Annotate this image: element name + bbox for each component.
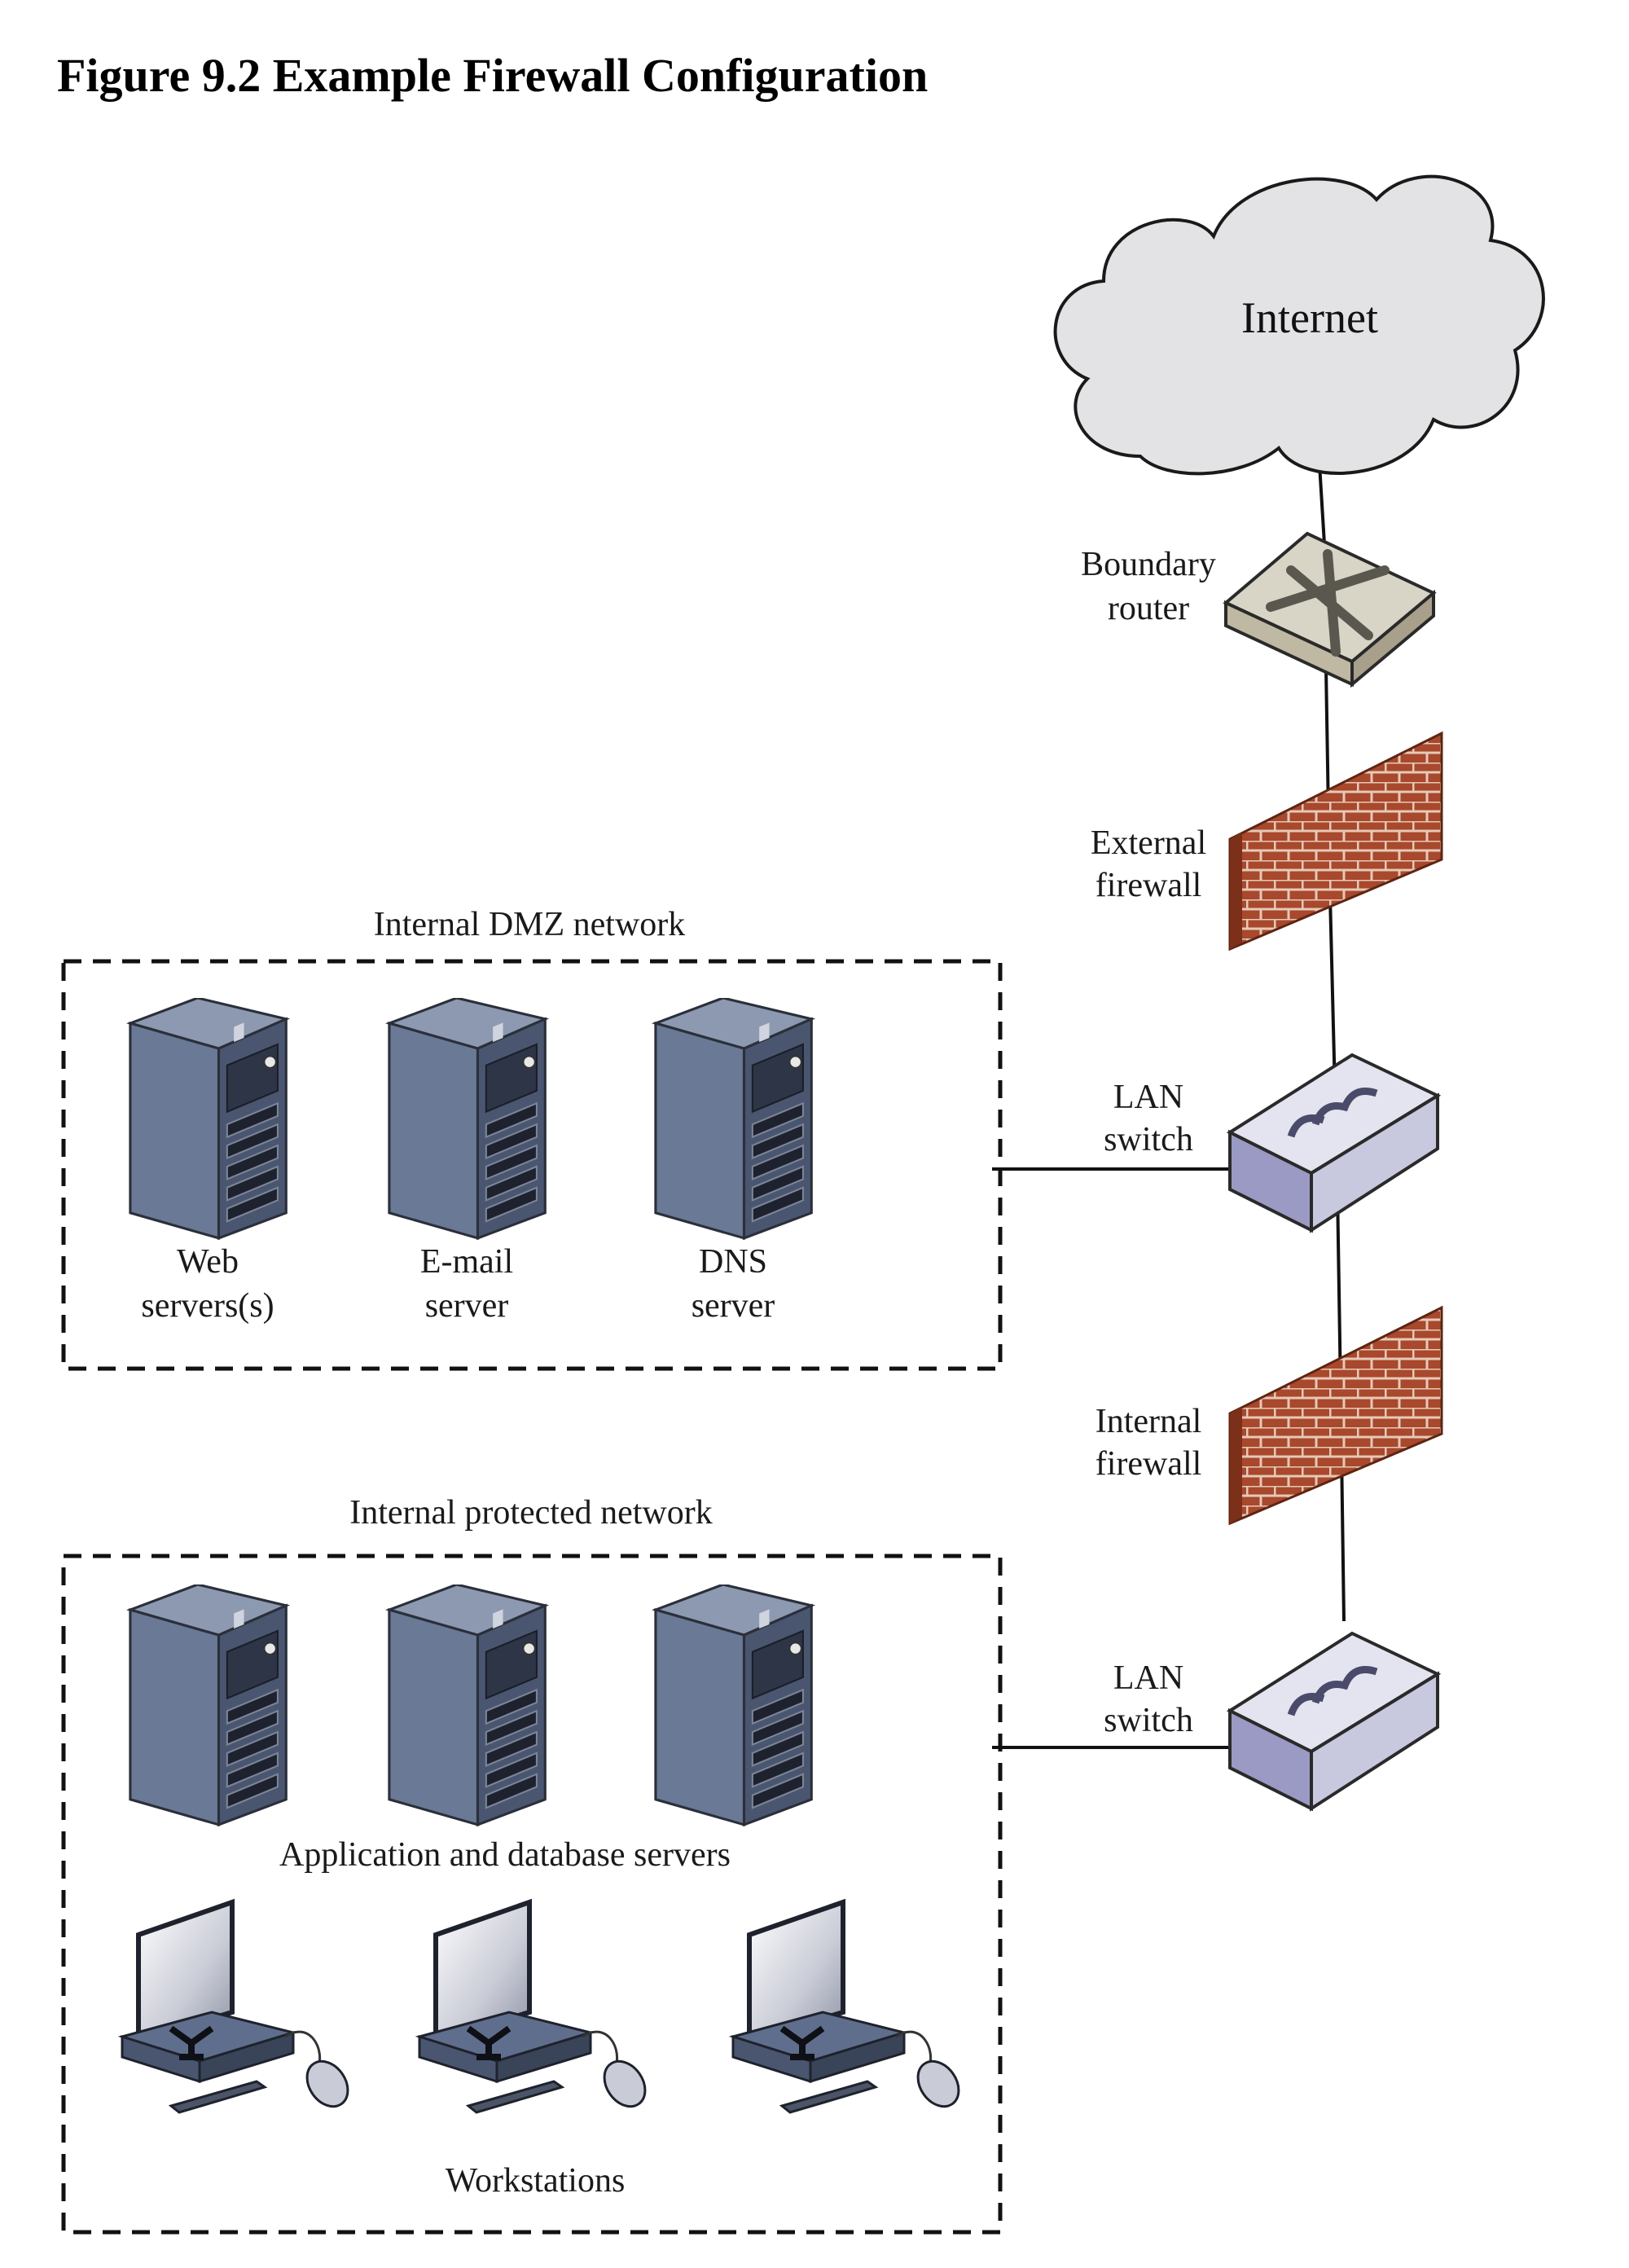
dns-server-label-1: DNS <box>699 1243 767 1281</box>
boundary-router-label-1: Boundary <box>1081 546 1216 583</box>
workstation-icon <box>122 1902 356 2114</box>
web-server-label-2: servers(s) <box>141 1287 274 1325</box>
app-db-server-icon <box>654 1585 813 1826</box>
web-server-label-1: Web <box>177 1243 239 1281</box>
internet-cloud-icon: Internet <box>1053 174 1545 476</box>
dmz-lan-switch-icon <box>1226 1053 1442 1233</box>
protected-network-zone <box>61 1554 1003 2235</box>
database-server-icon <box>388 1585 547 1826</box>
external-firewall-label-2: firewall <box>1096 867 1202 904</box>
external-firewall-icon <box>1228 731 1443 952</box>
workstation-icon <box>733 1902 967 2114</box>
internal-switch-label-1: LAN <box>1113 1659 1183 1697</box>
internet-label: Internet <box>1241 293 1378 342</box>
external-firewall-label-1: External <box>1091 824 1206 862</box>
workstation-icon <box>419 1902 653 2114</box>
dmz-switch-label-2: switch <box>1104 1121 1193 1158</box>
boundary-router-label-2: router <box>1108 590 1189 627</box>
internal-firewall-label-1: Internal <box>1096 1403 1202 1440</box>
dmz-switch-label-1: LAN <box>1113 1079 1183 1116</box>
dmz-network-label: Internal DMZ network <box>374 906 686 943</box>
email-server-icon <box>388 998 547 1240</box>
workstations-label: Workstations <box>446 2162 626 2200</box>
internal-switch-label-2: switch <box>1104 1702 1193 1739</box>
router-icon <box>1223 531 1437 688</box>
figure-title: Figure 9.2 Example Firewall Configuratio… <box>57 49 928 102</box>
email-server-label-1: E-mail <box>420 1243 513 1281</box>
email-server-label-2: server <box>425 1287 509 1325</box>
web-server-icon <box>129 998 288 1240</box>
app-db-servers-label: Application and database servers <box>279 1836 731 1874</box>
internal-lan-switch-icon <box>1226 1631 1442 1812</box>
app-server-icon <box>129 1585 288 1826</box>
internal-firewall-icon <box>1228 1305 1443 1526</box>
protected-network-label: Internal protected network <box>349 1494 712 1532</box>
internal-firewall-label-2: firewall <box>1096 1445 1202 1483</box>
dns-server-icon <box>654 998 813 1240</box>
dns-server-label-2: server <box>692 1287 775 1325</box>
